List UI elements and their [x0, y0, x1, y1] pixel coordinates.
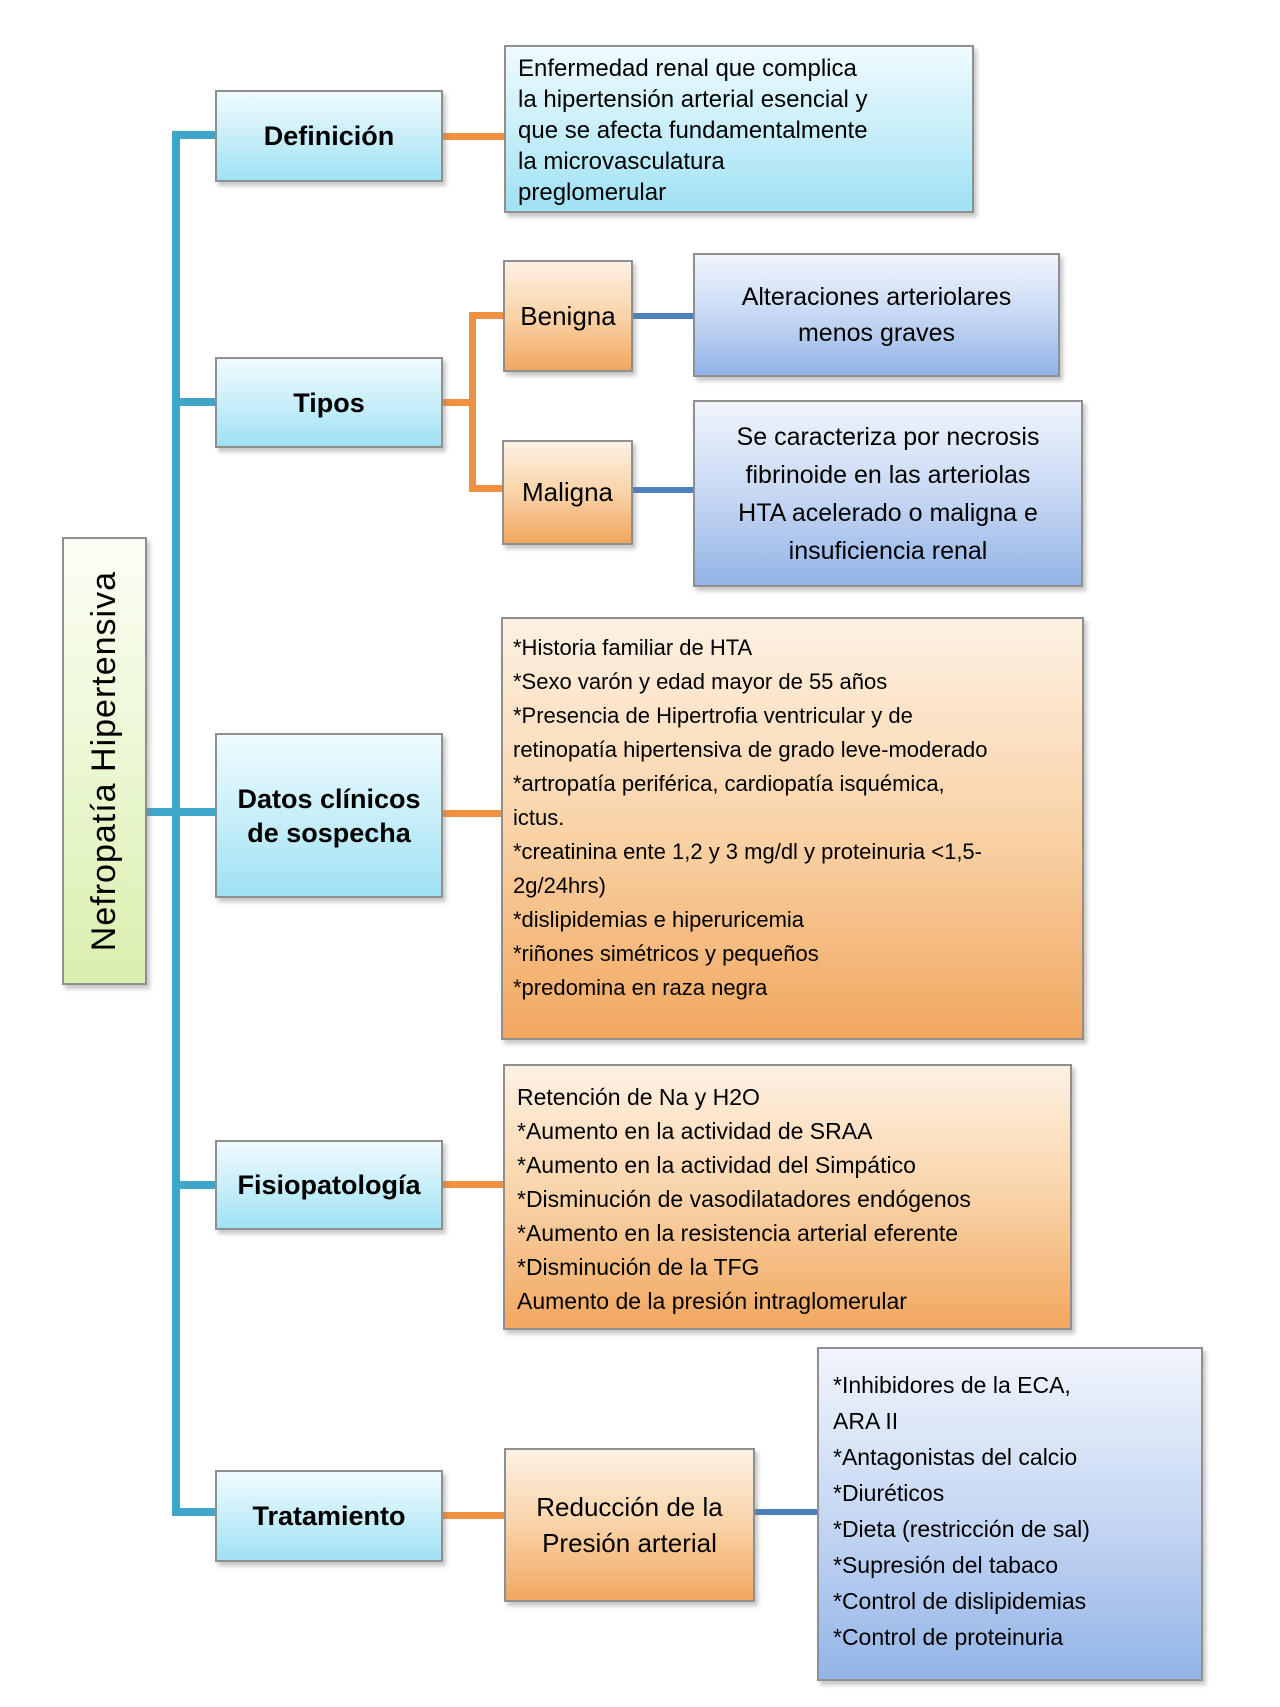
- connector-stub-root: [147, 808, 174, 816]
- connector-tipos-fork-v: [469, 312, 476, 492]
- connector-stub-tratamiento: [178, 1508, 215, 1516]
- node-maligna: Maligna: [502, 440, 633, 545]
- connector-to-benigna: [469, 312, 503, 319]
- connector-definicion-desc: [443, 133, 504, 140]
- node-fisiopatologia: Fisiopatología: [215, 1140, 443, 1230]
- node-definicion: Definición: [215, 90, 443, 182]
- connector-to-maligna: [469, 485, 502, 492]
- connector-fisiopatologia-desc: [443, 1181, 503, 1188]
- connector-reduccion-desc: [755, 1509, 817, 1515]
- root-node: Nefropatía Hipertensiva: [62, 537, 147, 985]
- node-tratamiento: Tratamiento: [215, 1470, 443, 1562]
- connector-stub-datos: [178, 808, 215, 816]
- connector-tipos-fork-h: [443, 399, 476, 406]
- connector-maligna-desc: [633, 487, 693, 493]
- datos-clinicos-description: *Historia familiar de HTA *Sexo varón y …: [501, 617, 1084, 1040]
- connector-stub-tipos: [178, 398, 215, 406]
- maligna-description: Se caracteriza por necrosis fibrinoide e…: [693, 400, 1083, 587]
- connector-stub-fisiopatologia: [178, 1181, 215, 1189]
- definicion-description: Enfermedad renal que complica la hiperte…: [504, 45, 974, 213]
- root-label: Nefropatía Hipertensiva: [85, 570, 123, 952]
- fisiopatologia-description: Retención de Na y H2O *Aumento en la act…: [503, 1064, 1072, 1330]
- tratamiento-description: *Inhibidores de la ECA, ARA II *Antagoni…: [817, 1347, 1203, 1681]
- connector-trunk: [172, 131, 180, 1516]
- connector-stub-definicion: [178, 131, 215, 139]
- node-reduccion-presion: Reducción de la Presión arterial: [504, 1448, 755, 1602]
- node-datos-clinicos: Datos clínicos de sospecha: [215, 733, 443, 898]
- benigna-description: Alteraciones arteriolares menos graves: [693, 253, 1060, 377]
- node-tipos: Tipos: [215, 357, 443, 448]
- connector-tratamiento-step: [443, 1512, 504, 1519]
- connector-datos-desc: [443, 810, 501, 817]
- connector-benigna-desc: [633, 313, 693, 319]
- node-benigna: Benigna: [503, 260, 633, 372]
